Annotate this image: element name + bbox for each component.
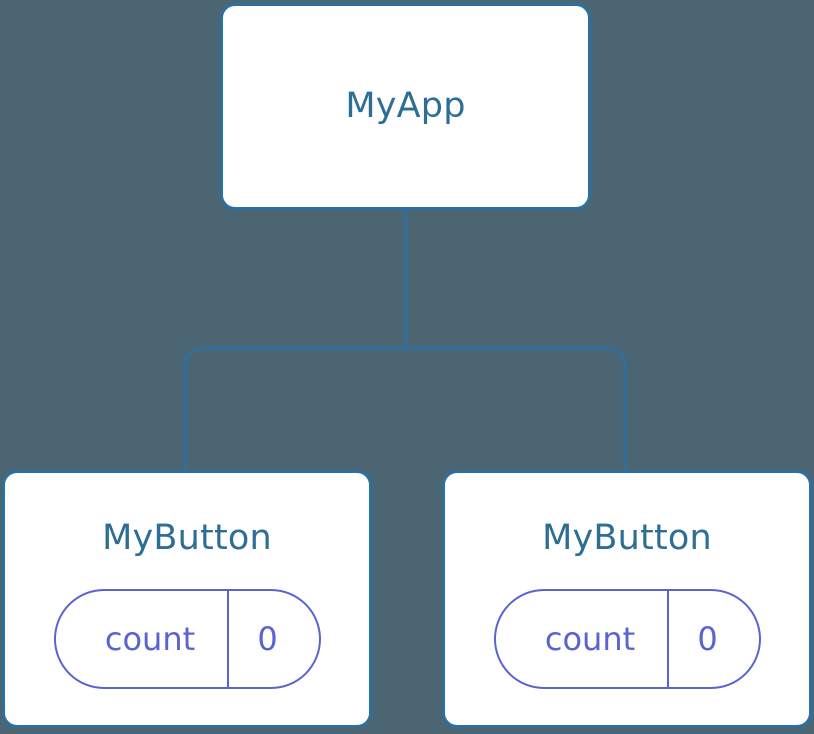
- node-title: MyButton: [542, 518, 712, 558]
- edge-root-to-child-left: [183, 346, 406, 472]
- state-value-label: 0: [257, 620, 278, 658]
- tree-node-myapp[interactable]: MyApp: [220, 3, 591, 210]
- node-title: MyButton: [102, 518, 272, 558]
- state-badge[interactable]: count 0: [493, 589, 761, 689]
- state-value-label: 0: [697, 620, 718, 658]
- edge-root-to-child-right: [405, 346, 627, 472]
- tree-node-mybutton-right[interactable]: MyButton count 0: [442, 470, 812, 728]
- node-title: MyApp: [345, 86, 466, 126]
- state-key-label: count: [56, 591, 229, 687]
- tree-node-mybutton-left[interactable]: MyButton count 0: [2, 470, 372, 728]
- state-badge[interactable]: count 0: [53, 589, 321, 689]
- state-key-label: count: [496, 591, 669, 687]
